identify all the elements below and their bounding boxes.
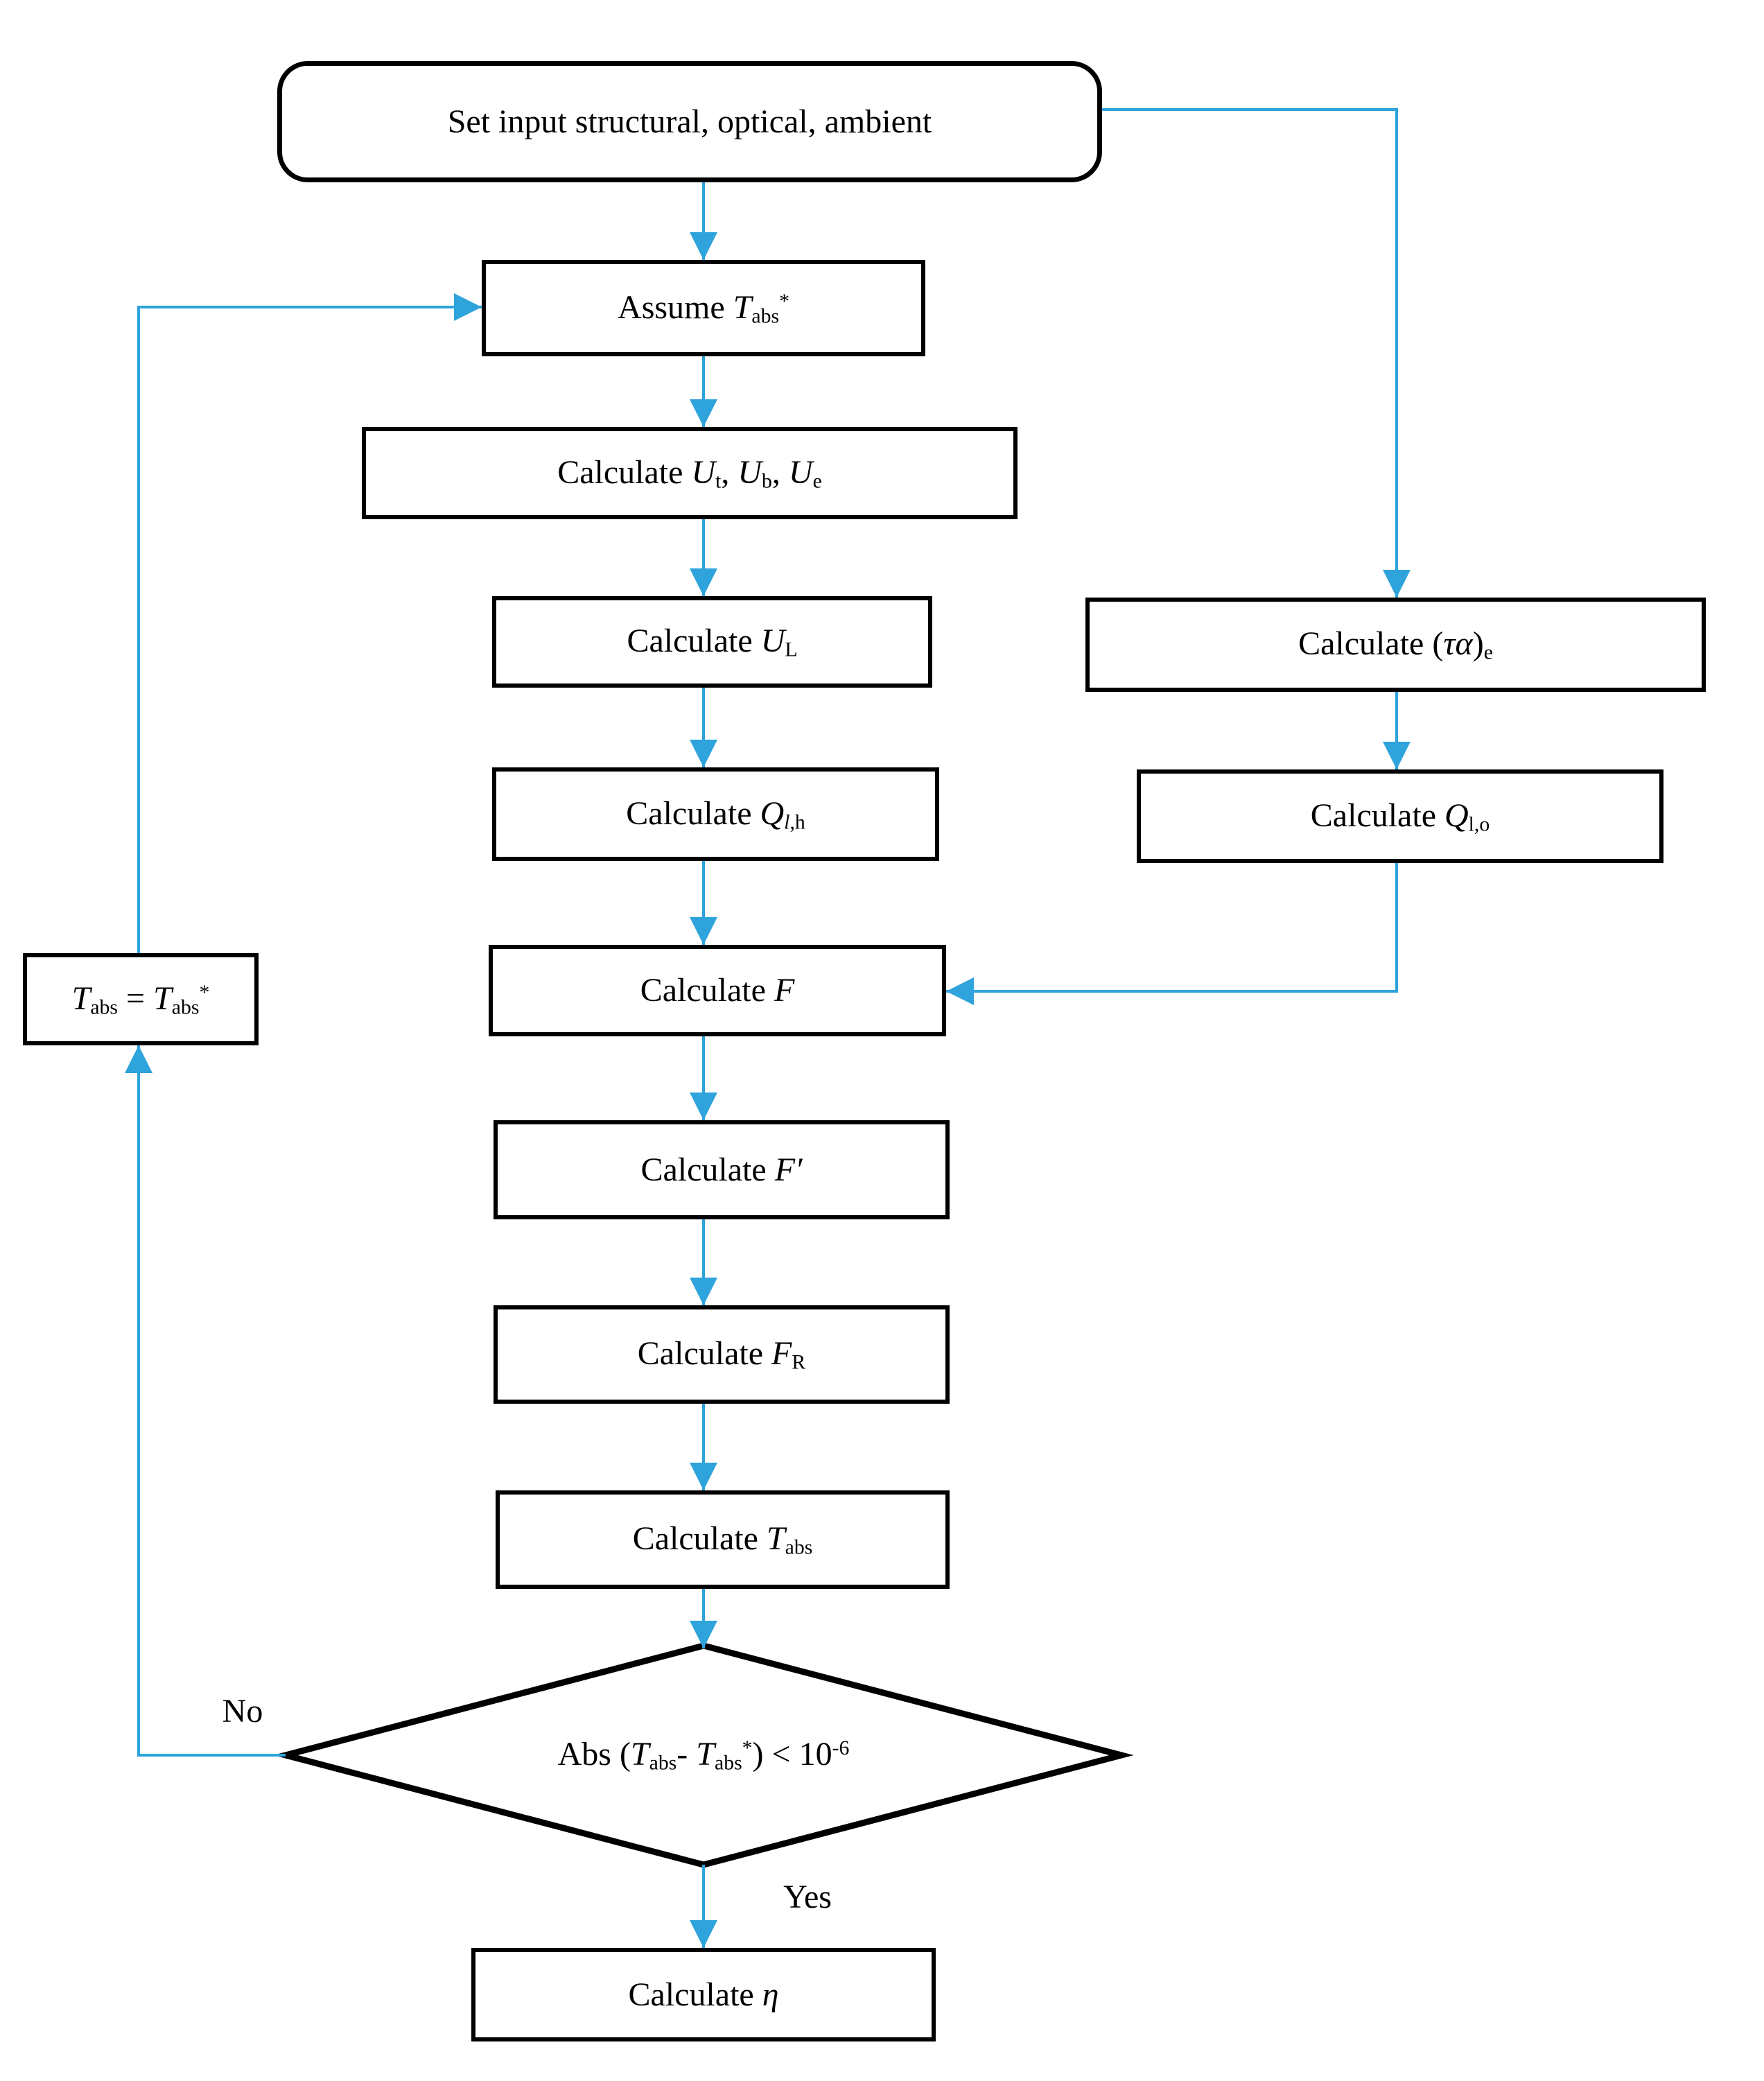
node-assume-tabs-label: Assume Tabs*	[618, 288, 789, 328]
node-assign-tabs: Tabs = Tabs*	[23, 953, 259, 1045]
node-calc-qlh: Calculate Ql,h	[492, 767, 939, 861]
node-calc-f-label: Calculate F	[640, 972, 795, 1009]
node-calc-eta-label: Calculate η	[628, 1976, 779, 2013]
node-calc-tabs: Calculate Tabs	[496, 1490, 950, 1589]
node-calc-qlo-label: Calculate Ql,o	[1310, 796, 1490, 836]
node-calc-eta: Calculate η	[471, 1948, 936, 2041]
node-calc-fr-label: Calculate FR	[637, 1335, 806, 1374]
node-assume-tabs: Assume Tabs*	[482, 260, 925, 356]
node-calc-tau-alpha-e: Calculate (τα)e	[1085, 598, 1706, 692]
node-calc-tabs-label: Calculate Tabs	[632, 1520, 813, 1559]
node-calc-fprime-label: Calculate F′	[640, 1151, 803, 1188]
node-start: Set input structural, optical, ambient	[277, 61, 1102, 182]
node-start-label: Set input structural, optical, ambient	[447, 103, 932, 140]
edge-decision-no-to-assign	[125, 1045, 286, 1757]
node-assign-tabs-label: Tabs = Tabs*	[71, 979, 210, 1019]
node-calc-qlo: Calculate Ql,o	[1137, 769, 1663, 863]
node-calc-fr: Calculate FR	[494, 1305, 950, 1404]
node-calc-ut-ub-ue-label: Calculate Ut, Ub, Ue	[557, 453, 822, 493]
edge-assign-to-assume	[137, 293, 482, 953]
node-calc-ul-label: Calculate UL	[627, 622, 798, 661]
edge-start-to-tae	[1102, 108, 1411, 598]
node-decision-label: Abs (Tabs- Tabs*) < 10-6	[424, 1705, 983, 1805]
edge-qlo-to-f	[946, 863, 1398, 1005]
node-calc-f: Calculate F	[489, 945, 946, 1036]
node-calc-ul: Calculate UL	[492, 596, 932, 688]
edge-label-no: No	[222, 1692, 263, 1730]
node-calc-ut-ub-ue: Calculate Ut, Ub, Ue	[362, 427, 1018, 519]
decision-condition-text: Abs (Tabs- Tabs*) < 10-6	[557, 1736, 850, 1775]
node-calc-fprime: Calculate F′	[494, 1120, 950, 1219]
node-calc-qlh-label: Calculate Ql,h	[626, 794, 805, 834]
node-calc-tau-alpha-e-label: Calculate (τα)e	[1298, 625, 1493, 664]
edge-label-yes: Yes	[783, 1878, 832, 1915]
